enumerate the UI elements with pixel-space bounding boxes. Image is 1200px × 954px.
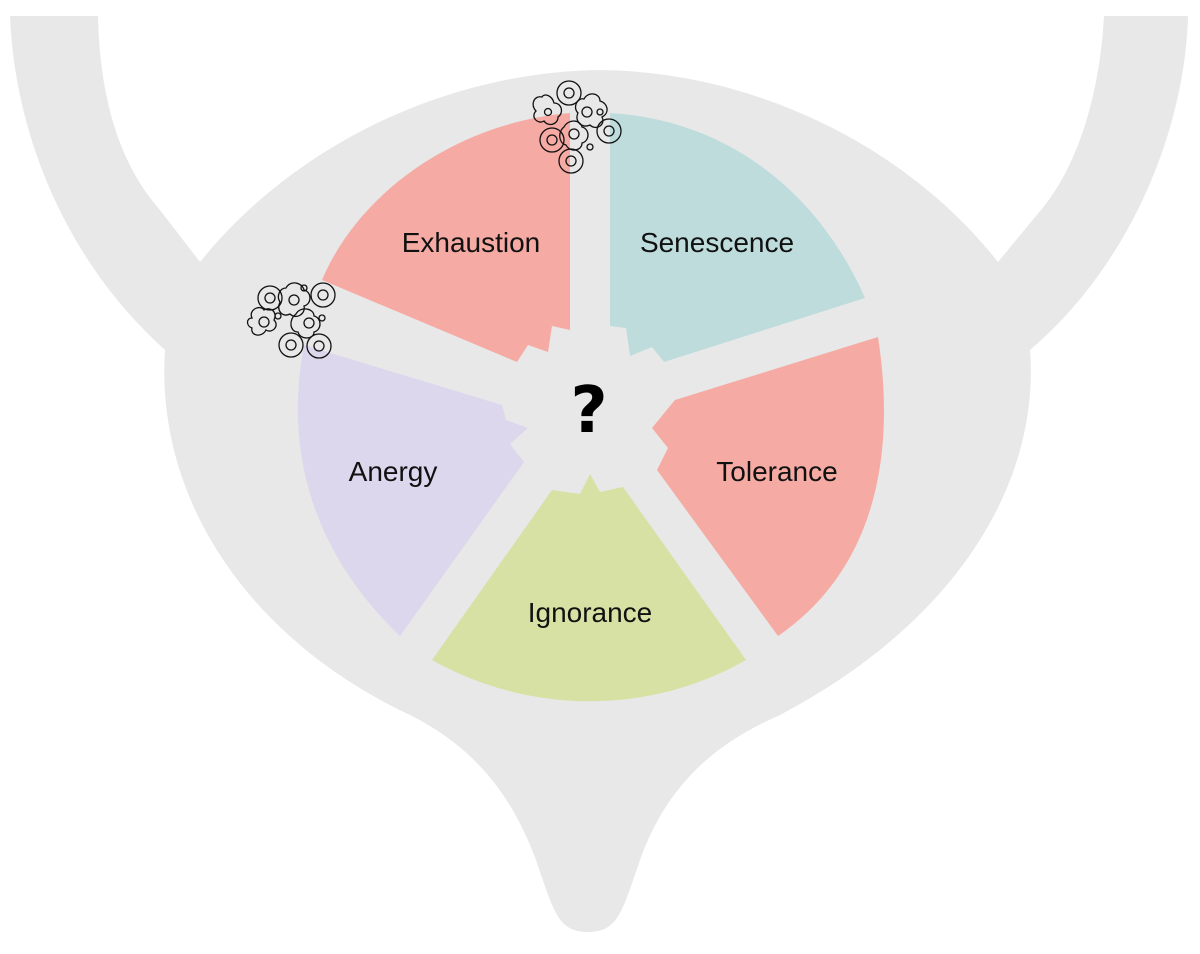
cell-cluster-icon [246, 282, 336, 359]
label-anergy: Anergy [349, 456, 438, 487]
center-question-mark: ? [570, 374, 607, 448]
segment-exhaustion [322, 113, 570, 362]
segment-ignorance [432, 474, 746, 702]
label-tolerance: Tolerance [716, 456, 837, 487]
label-ignorance: Ignorance [528, 597, 653, 628]
segment-anergy [297, 345, 528, 636]
label-senescence: Senescence [640, 227, 794, 258]
label-exhaustion: Exhaustion [402, 227, 541, 258]
cell-cluster-icon [532, 80, 622, 174]
pie-chart [297, 113, 884, 702]
segment-senescence [610, 113, 865, 362]
bladder-silhouette [10, 16, 1188, 932]
segment-tolerance [652, 337, 884, 636]
